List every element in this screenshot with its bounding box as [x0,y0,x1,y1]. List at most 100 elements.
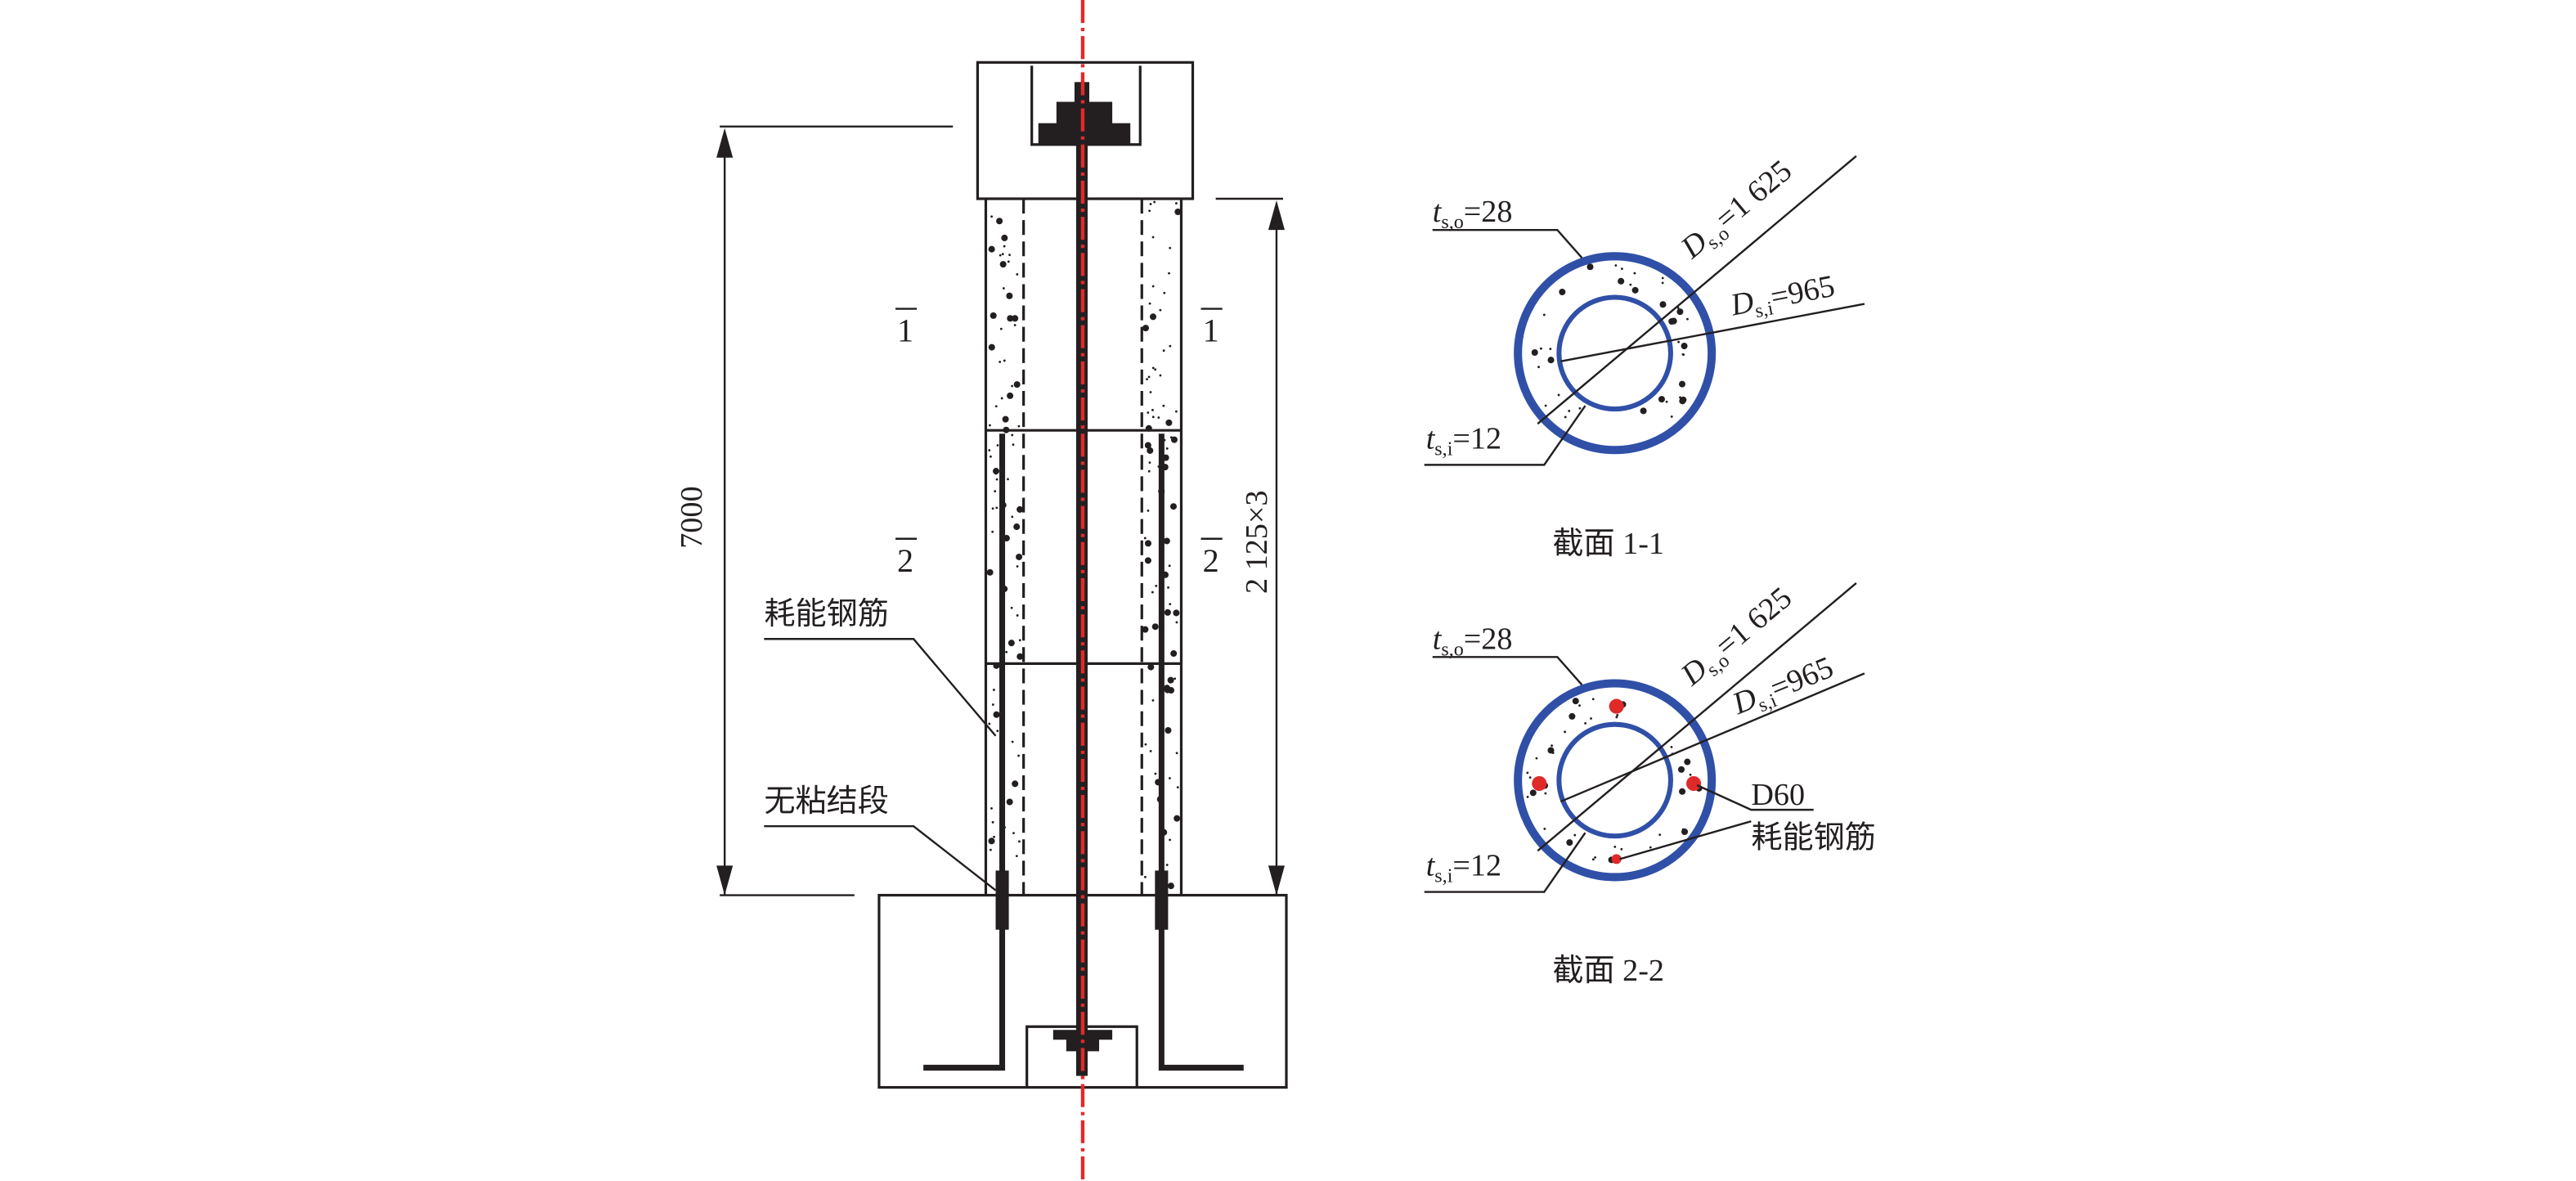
aggregate-dot [1661,281,1664,285]
section-mark-2-left: 2 [897,542,913,579]
aggregate-dot [1006,292,1013,299]
aggregate-dot [1584,721,1587,725]
aggregate-dot [990,313,994,317]
aggregate-dot [1531,348,1538,357]
dim-seg-label: 2 125×3 [1240,491,1274,594]
aggregate-dot [1163,685,1171,692]
aggregate-dot [1165,726,1172,734]
aggregate-dot [1155,584,1158,587]
aggregate-dot [1147,509,1150,512]
aggregate-dot [1542,313,1546,317]
aggregate-dot [1011,384,1014,388]
leader-unbonded [764,824,997,891]
label-unbonded: 无粘结段 [764,784,889,819]
label-tsi: ts,i=12 [1426,848,1501,887]
aggregate-dot [1015,855,1018,858]
label-Dso: Ds,o=1 625 [1674,154,1801,269]
aggregate-dot [1144,557,1151,564]
aggregate-dot [1162,404,1165,407]
aggregate-dot [994,405,998,408]
aggregate-dot [1017,754,1020,757]
aggregate-dot [1167,586,1169,589]
aggregate-dot [1566,839,1573,846]
aggregate-dot [1148,302,1151,305]
aggregate-dot [1002,415,1009,423]
aggregate-dot [1170,650,1178,658]
aggregate-dot [1529,789,1537,797]
aggregate-dot [1169,777,1171,779]
aggregate-dot [1157,416,1160,419]
aggregate-dot [1147,663,1155,671]
section-2-title: 截面 2-2 [1552,954,1664,988]
leader-rebar-bottom [1619,820,1752,860]
aggregate-dot [1012,443,1015,447]
aggregate-dot [1144,743,1147,746]
aggregate-dot [1658,396,1665,403]
aggregate-dot [1148,209,1151,213]
aggregate-dot [989,848,992,851]
aggregate-dot [993,835,995,838]
aggregate-dot [1149,313,1157,321]
aggregate-dot [1146,378,1148,381]
aggregate-dot [1144,875,1147,878]
aggregate-dot [990,806,993,810]
inner-steel-tube [1556,294,1673,412]
section-1-title: 截面 1-1 [1552,527,1664,561]
section-mark-1-right: 1 [1203,312,1219,349]
aggregate-dot [1007,315,1014,322]
aggregate-dot [1016,614,1019,617]
aggregate-dot [1151,366,1155,370]
aggregate-dot [1142,325,1150,332]
aggregate-dot [1002,287,1005,290]
aggregate-dot [1012,780,1019,788]
aggregate-dot [1003,245,1006,248]
aggregate-dot [988,722,991,725]
aggregate-dot [1573,833,1577,837]
aggregate-dot [995,478,999,481]
aggregate-dot [988,344,995,351]
aggregate-dot [1528,776,1532,779]
aggregate-dot [999,327,1003,330]
aggregate-dot [1147,375,1151,379]
aggregate-dot [995,506,999,510]
aggregate-dot [1594,855,1596,859]
aggregate-dot [1147,411,1150,414]
aggregate-dot [1167,676,1174,684]
aggregate-dot [1011,433,1014,437]
aggregate-dot [1640,407,1647,415]
aggregate-dot [1001,263,1004,265]
aggregate-dot [1578,704,1581,707]
aggregate-dot [1144,442,1151,449]
aggregate-dot [1537,366,1540,369]
aggregate-dot [1000,397,1003,400]
aggregate-dot [1681,343,1688,350]
aggregate-dot [1008,640,1015,647]
aggregate-dot [994,711,998,714]
leader-tsi [1424,405,1586,466]
aggregate-dot [999,361,1002,363]
aggregate-dot [1016,653,1024,660]
aggregate-dot [1677,340,1681,344]
aggregate-dot [991,507,994,510]
aggregate-dot [1167,882,1174,890]
aggregate-dot [1018,840,1021,843]
label-rebar: 耗能钢筋 [764,597,889,631]
rebar-dot [1686,775,1702,792]
aggregate-dot [1174,410,1178,413]
aggregate-dot [1684,758,1691,766]
aggregate-dot [1543,828,1546,830]
unbonded-segment-right [1155,870,1169,930]
aggregate-dot [1013,324,1016,326]
aggregate-dot [1591,858,1595,861]
aggregate-dot [1590,717,1592,720]
aggregate-dot [1677,766,1685,773]
aggregate-dot [1148,461,1151,465]
aggregate-dot [1151,623,1159,631]
unbonded-segment-left [995,870,1009,930]
aggregate-dot [1689,773,1692,776]
label-tso: ts,o=28 [1433,195,1513,233]
aggregate-dot [1544,404,1547,407]
aggregate-dot [1151,285,1155,288]
aggregate-dot [1153,200,1156,204]
